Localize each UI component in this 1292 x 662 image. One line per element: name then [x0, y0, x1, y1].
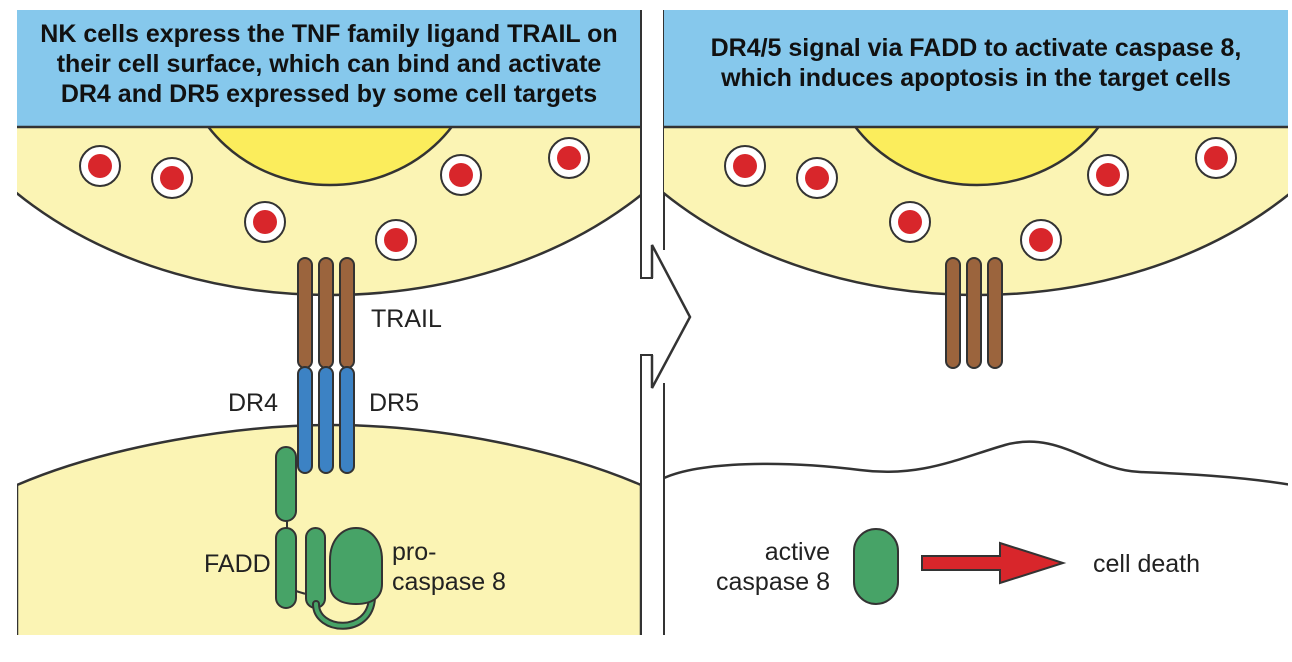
label-active-line-1: active [765, 538, 830, 566]
granule [1087, 154, 1129, 196]
granules-left [79, 137, 590, 261]
right-header-bg [664, 10, 1288, 127]
fadd-protein [275, 446, 326, 609]
granule [440, 154, 482, 196]
left-header-line-1: NK cells express the TNF family ligand T… [40, 20, 617, 48]
granule [1020, 219, 1062, 261]
granule [548, 137, 590, 179]
granule [1195, 137, 1237, 179]
left-panel: NK cells express the TNF family ligand T… [17, 10, 641, 635]
label-dr4: DR4 [228, 389, 278, 417]
granule [724, 145, 766, 187]
label-fadd: FADD [204, 550, 271, 578]
granules-right [724, 137, 1237, 261]
active-caspase-8 [853, 528, 899, 605]
granule [79, 145, 121, 187]
label-dr5: DR5 [369, 389, 419, 417]
right-panel: DR4/5 signal via FADD to activate caspas… [664, 10, 1288, 605]
granule [375, 219, 417, 261]
granule [244, 201, 286, 243]
procaspase-8 [312, 526, 383, 630]
label-procaspase-line-1: pro- [392, 538, 436, 566]
trail-trimer-left [297, 257, 355, 369]
label-active-line-2: caspase 8 [716, 568, 830, 596]
label-cell-death: cell death [1093, 550, 1200, 578]
death-receptors [297, 366, 355, 474]
granule [151, 157, 193, 199]
cell-death-arrow [921, 541, 1067, 585]
granule [796, 157, 838, 199]
left-header-line-3: DR4 and DR5 expressed by some cell targe… [61, 80, 597, 108]
right-header-line-1: DR4/5 signal via FADD to activate caspas… [711, 34, 1242, 62]
granule [889, 201, 931, 243]
label-procaspase-line-2: caspase 8 [392, 568, 506, 596]
left-header-bg [17, 10, 641, 127]
right-header-line-2: which induces apoptosis in the target ce… [720, 64, 1231, 92]
dying-cell-membrane [664, 440, 1288, 486]
trail-trimer-right [945, 257, 1003, 369]
label-trail: TRAIL [371, 305, 442, 333]
left-header-line-2: their cell surface, which can bind and a… [57, 50, 602, 78]
